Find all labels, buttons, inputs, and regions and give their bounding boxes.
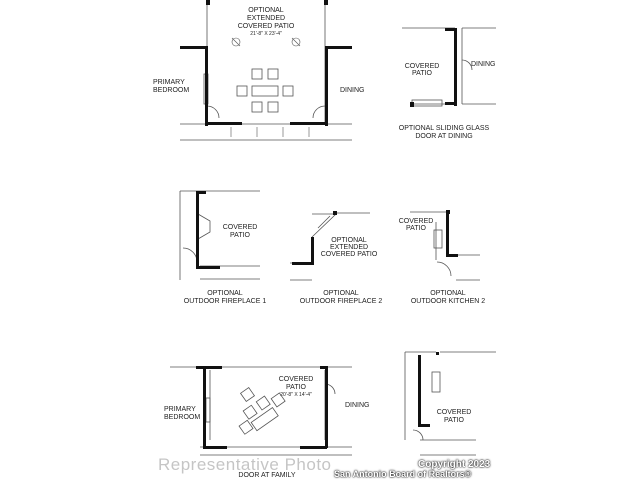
family-dining-label: DINING [345, 402, 370, 409]
kitchen-caption-1: OPTIONAL [430, 290, 466, 297]
family-patio-dimension: 20'-8" X 14'-4" [280, 392, 312, 398]
bottom-right-plan [404, 351, 496, 456]
kitchen-patio-label-1: COVERED [398, 218, 434, 225]
kitchen-patio-label-2: PATIO [406, 225, 426, 232]
bottom-right-patio-label-2: PATIO [444, 417, 464, 424]
kitchen-2-plan [410, 211, 480, 281]
fp2-label-1: OPTIONAL [331, 237, 367, 244]
sgd-caption-2: DOOR AT DINING [415, 133, 473, 140]
primary-bedroom-label-1: PRIMARY [153, 79, 185, 86]
extended-patio-title-3: COVERED PATIO [237, 23, 295, 30]
fp1-caption-2: OUTDOOR FIREPLACE 1 [183, 298, 267, 305]
representative-photo-watermark: Representative Photo [158, 455, 332, 474]
copyright-watermark: Copyright 2023 [418, 459, 491, 470]
fp2-caption-1: OPTIONAL [323, 290, 359, 297]
kitchen-caption-2: OUTDOOR KITCHEN 2 [410, 298, 486, 305]
door-at-family-plan [170, 366, 352, 456]
dining-label: DINING [340, 87, 365, 94]
sgd-caption-1: OPTIONAL SLIDING GLASS [398, 125, 490, 132]
fp2-label-3: COVERED PATIO [320, 251, 378, 258]
board-watermark: San Antonio Board of Realtors® [334, 469, 472, 479]
extended-patio-dimension: 21'-8" X 23'-4" [250, 31, 282, 37]
family-patio-furniture [238, 386, 286, 435]
bottom-right-patio-label-1: COVERED [436, 409, 472, 416]
family-patio-label-2: PATIO [286, 384, 306, 391]
extended-patio-title-2: EXTENDED [246, 15, 286, 22]
wall-segments [180, 0, 458, 449]
extended-patio-title-1: OPTIONAL [248, 7, 284, 14]
sgd-patio-label-1: COVERED [404, 63, 440, 70]
patio-table-set [236, 68, 294, 113]
family-bedroom-label-1: PRIMARY [164, 406, 196, 413]
fp2-caption-2: OUTDOOR FIREPLACE 2 [299, 298, 383, 305]
primary-bedroom-label-2: BEDROOM [153, 87, 190, 94]
fp1-patio-label-1: COVERED [222, 224, 258, 231]
sgd-dining-label: DINING [471, 61, 496, 68]
sgd-patio-label-2: PATIO [412, 70, 432, 77]
fp2-label-2: EXTENDED [329, 244, 369, 251]
family-patio-label-1: COVERED [278, 376, 314, 383]
fp1-patio-label-2: PATIO [230, 232, 250, 239]
fp1-caption-1: OPTIONAL [207, 290, 243, 297]
family-bedroom-label-2: BEDROOM [164, 414, 201, 421]
family-caption-2: DOOR AT FAMILY [238, 472, 296, 479]
